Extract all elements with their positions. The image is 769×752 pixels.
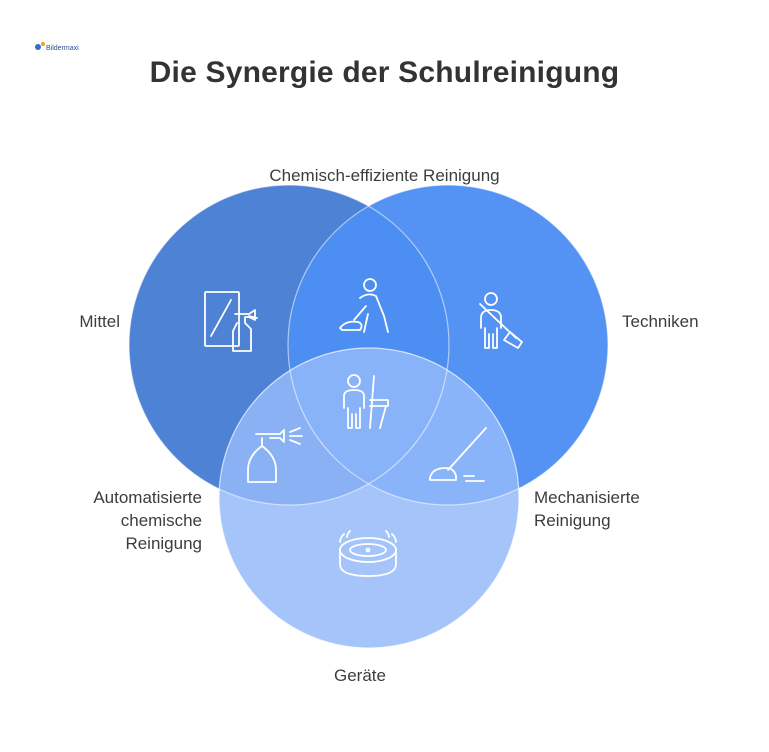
logo: Bildermaxi <box>34 40 84 54</box>
person-mopping-icon <box>339 278 389 333</box>
label-mittel: Mittel <box>79 312 120 331</box>
logo-text: Bildermaxi <box>46 45 79 52</box>
floor-vacuum-icon <box>429 427 487 482</box>
robot-vacuum-icon <box>339 530 397 577</box>
label-chemisch-effiziente-reinigung: Chemisch-effiziente Reinigung <box>269 166 500 185</box>
person-with-broom-icon <box>479 292 523 349</box>
label-mechanisierte-reinigung-text: Mechanisierte Reinigung <box>534 488 640 530</box>
label-mechanisierte-reinigung: Mechanisierte Reinigung <box>534 486 674 532</box>
label-automatisierte-chemische-reinigung-text: Automatisierte chemische Reinigung <box>93 488 202 553</box>
circle-geraete <box>219 348 519 648</box>
label-automatisierte-chemische-reinigung: Automatisierte chemische Reinigung <box>40 486 202 555</box>
spray-bottle-window-icon <box>204 291 258 352</box>
page-title: Die Synergie der Schulreinigung <box>149 56 620 89</box>
spray-bottle-icon <box>247 427 303 483</box>
cleaner-with-trolley-icon <box>343 374 389 429</box>
label-geraete: Geräte <box>334 666 386 685</box>
label-techniken: Techniken <box>622 312 699 331</box>
